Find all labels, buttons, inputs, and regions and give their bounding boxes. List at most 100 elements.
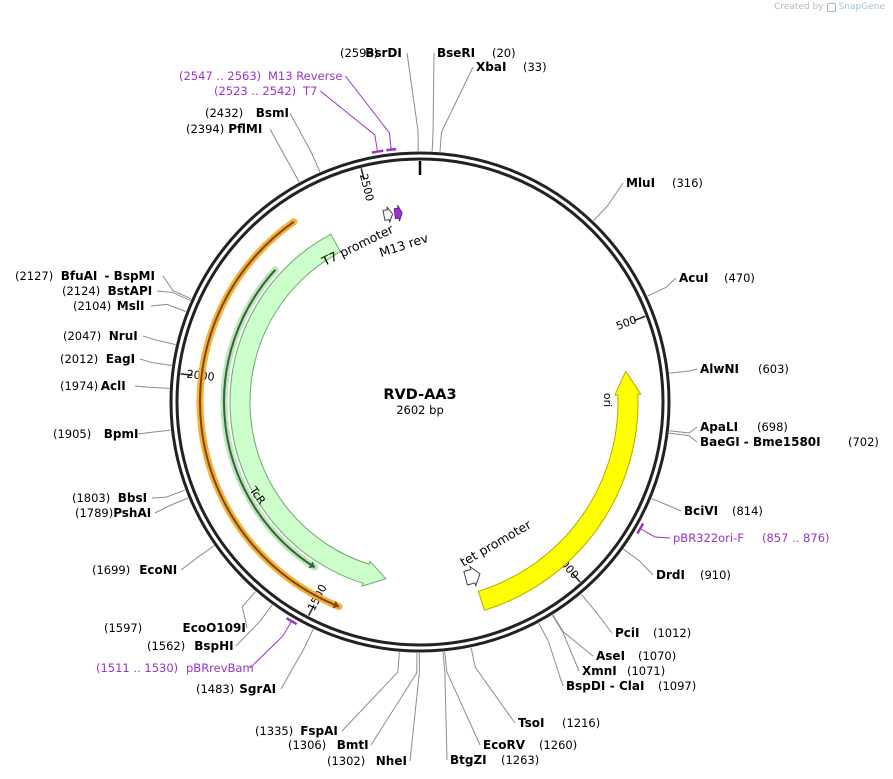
site-position: (2012) <box>60 352 98 366</box>
site-position: (1216) <box>562 716 600 730</box>
site-name: BsmI <box>256 106 289 120</box>
site-name: PflMI <box>228 122 262 136</box>
site-position: (1012) <box>653 626 691 640</box>
site-bcivi: BciVI(814) <box>684 504 763 518</box>
site-name: EagI <box>106 352 135 366</box>
leader-alwni <box>669 368 698 374</box>
site-name: BtgZI <box>450 753 487 767</box>
site-sgrai: (1483)SgrAI <box>196 682 276 696</box>
primer-range: (857 .. 876) <box>762 531 830 545</box>
site-name: AclI <box>101 379 126 393</box>
site-position: (910) <box>700 568 731 582</box>
orf-line-0 <box>199 220 340 608</box>
map-center: RVD-AA3 2602 bp <box>383 387 456 417</box>
primer-range: (2523 .. 2542) <box>214 84 296 98</box>
site-name: AseI <box>596 649 625 663</box>
site-acui: AcuI(470) <box>679 271 755 285</box>
plasmid-length: 2602 bp <box>396 403 444 417</box>
site-name: BbsI <box>118 491 147 505</box>
leader-eagi <box>139 358 172 366</box>
primer-pbrrevbam: (1511 .. 1530)pBRrevBam <box>96 661 254 675</box>
site-position: (2104) <box>73 299 111 313</box>
primer-mark-pbr322ori-f <box>636 522 645 535</box>
leader-bsmi <box>289 112 321 173</box>
feature-m13-rev <box>393 205 403 222</box>
site-name: EcoRV <box>483 738 526 752</box>
site-name: EcoO109I <box>183 621 246 635</box>
feature-label-ori: ori <box>601 393 614 407</box>
leader-bcivi <box>651 498 682 512</box>
site-position: (1302) <box>327 754 365 768</box>
snapgene-credit: Created by SnapGene <box>774 2 885 12</box>
site-position: (1306) <box>288 738 326 752</box>
leader-nrui <box>142 335 176 346</box>
site-bfuai: (2127)BfuAI- BspMI <box>15 269 155 283</box>
site-name-alt: - ClaI <box>610 679 645 693</box>
site-position: (2127) <box>15 269 53 283</box>
leader-acli <box>134 385 170 389</box>
ruler-tick-500 <box>633 315 646 322</box>
site-name: BpmI <box>104 427 139 441</box>
site-nhei: (1302)NheI <box>327 754 407 768</box>
site-apali: ApaLI(698) <box>700 420 788 434</box>
site-ecorv: EcoRV(1260) <box>483 738 577 752</box>
site-name: BaeGI <box>700 435 740 449</box>
leader-apali <box>669 426 698 434</box>
leader-bsrdi <box>406 52 419 152</box>
site-name: AlwNI <box>700 362 739 376</box>
primer-range: (1511 .. 1530) <box>96 661 178 675</box>
orf-arrowhead-1 <box>308 561 315 569</box>
site-name: EcoNI <box>139 563 177 577</box>
site-name: BseRI <box>437 46 475 60</box>
leader-acui <box>647 277 677 297</box>
feature-tcr <box>229 233 387 587</box>
orf-arrowhead-0 <box>332 600 340 609</box>
site-position: (603) <box>758 362 789 376</box>
ruler-tick-1500 <box>307 604 315 617</box>
site-xbai: XbaI(33) <box>476 60 547 74</box>
orf-line-1 <box>223 269 316 569</box>
site-name: BmtI <box>337 738 369 752</box>
site-name: BstAPI <box>108 284 153 298</box>
site-btgzi: BtgZI(1263) <box>450 753 539 767</box>
site-bsphi: (1562)BspHI <box>147 639 234 653</box>
site-position: (1789) <box>75 506 113 520</box>
leader-msli <box>150 303 187 313</box>
site-position: (470) <box>724 271 755 285</box>
site-name: FspAI <box>300 724 338 738</box>
primer-label: pBR322ori-F <box>673 531 744 545</box>
credit-text: Created by <box>774 2 824 12</box>
site-position: (1803) <box>72 491 110 505</box>
feature-tet-promoter <box>463 565 481 588</box>
leader-drdi <box>623 548 654 576</box>
plasmid-backbone <box>169 151 671 653</box>
credit-brand: SnapGene <box>838 2 885 12</box>
site-position: (2432) <box>205 106 243 120</box>
site-econi: (1699)EcoNI <box>92 563 177 577</box>
leader-bpmi <box>137 429 171 435</box>
site-bstapi: (2124)BstAPI <box>62 284 152 298</box>
site-name: PshAI <box>113 506 151 520</box>
primer-m13-reverse: (2547 .. 2563)M13 Reverse <box>179 69 342 83</box>
leader-btgzi <box>442 651 448 761</box>
leader-pflmi <box>269 128 300 183</box>
leader-bspdi <box>538 622 564 687</box>
leader-pshai <box>154 497 189 514</box>
site-leader-lines <box>134 52 698 762</box>
site-drdi: DrdI(910) <box>656 568 731 582</box>
ruler-label-2500: 2500 <box>357 172 376 202</box>
leader-econi <box>180 545 215 571</box>
site-name-alt: - BspMI <box>105 269 155 283</box>
site-name: BciVI <box>684 504 718 518</box>
site-xmni: XmnI(1071) <box>582 664 665 678</box>
site-position: (1335) <box>255 724 293 738</box>
leader-sgrai <box>280 628 314 690</box>
site-name: MslI <box>117 299 145 313</box>
leader-asei <box>552 614 594 657</box>
site-acli: (1974)AclI <box>60 379 126 393</box>
primer-leader-pbrrevbam <box>249 621 292 669</box>
site-pflmi: (2394)PflMI <box>186 122 262 136</box>
primer-leader-pbr322ori-f <box>640 528 671 539</box>
leader-bfuai <box>162 275 192 300</box>
